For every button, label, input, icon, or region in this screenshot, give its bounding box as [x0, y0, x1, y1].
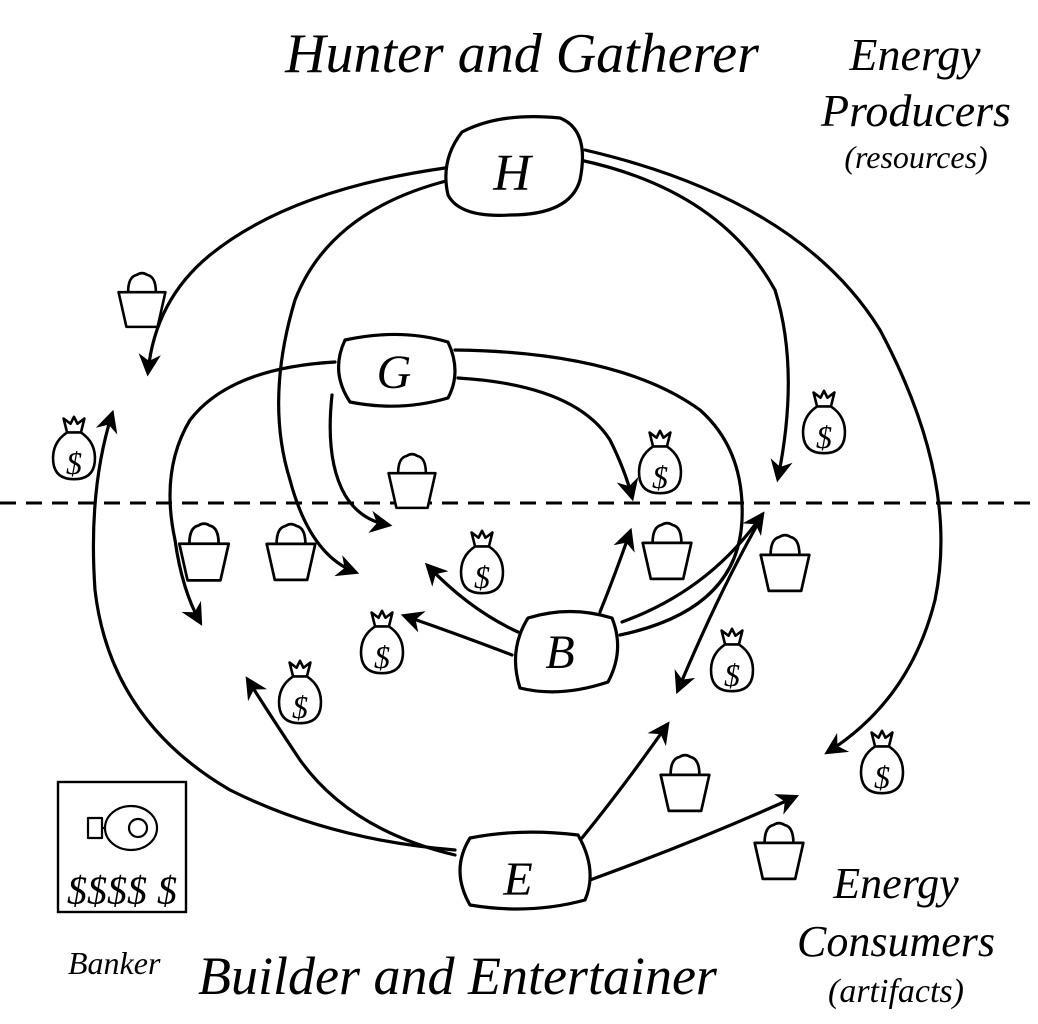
basket-icon: [117, 271, 167, 329]
moneybag-icon: $: [709, 627, 755, 693]
arrow-e-up-left: [245, 676, 457, 857]
basket-icon: [753, 821, 805, 881]
bank-money-text: $$$$ $: [67, 868, 177, 913]
node-gatherer-label: G: [377, 346, 412, 399]
consumers-label-line2: Consumers: [797, 917, 995, 966]
arrow-b-up-left: [424, 562, 520, 634]
node-builder: B: [513, 609, 620, 694]
arrow-g-right: [456, 376, 639, 502]
producers-label-line2: Producers: [820, 85, 1011, 136]
banker-box: $$$$ $: [56, 780, 188, 914]
svg-text:$: $: [652, 459, 668, 495]
basket-icon: [177, 522, 231, 582]
moneybag-icons: $ $ $ $ $ $ $ $: [51, 389, 905, 795]
banker-label: Banker: [68, 945, 161, 981]
moneybag-icon: $: [859, 729, 905, 795]
node-hunter-label: H: [492, 145, 533, 202]
arrow-e-up-right: [580, 721, 670, 840]
piggy-bank-icon: [86, 804, 159, 852]
arrow-left-up-moneybag: [91, 409, 457, 852]
node-builder-label: B: [545, 626, 574, 679]
arrow-b-left: [400, 611, 514, 657]
producers-label-line3: (resources): [844, 139, 987, 175]
node-entertainer-label: E: [502, 853, 532, 906]
moneybag-icon: $: [51, 415, 97, 481]
arrow-mid-right-down: [674, 518, 762, 695]
bottom-title: Builder and Entertainer: [198, 946, 718, 1006]
svg-text:$: $: [724, 657, 740, 693]
node-entertainer: E: [458, 830, 592, 911]
arrow-e-right: [588, 794, 800, 882]
arrow-h-outer-right: [583, 148, 943, 755]
moneybag-icon: $: [637, 429, 683, 495]
arrow-g-outer-b: [453, 348, 744, 637]
moneybag-icon: $: [359, 609, 405, 675]
arrow-b-up-right: [598, 527, 635, 614]
basket-icon: [265, 522, 317, 582]
producers-label-line1: Energy: [848, 29, 981, 80]
svg-text:$: $: [374, 639, 390, 675]
basket-icon: [759, 533, 811, 593]
arrow-h-right: [578, 158, 793, 483]
top-title: Hunter and Gatherer: [284, 23, 759, 85]
svg-text:$: $: [874, 759, 890, 795]
consumers-label-line3: (artifacts): [828, 973, 964, 1010]
basket-icon: [387, 452, 437, 510]
flow-arrows: [91, 148, 943, 882]
arrow-g-down: [328, 393, 393, 533]
svg-text:$: $: [292, 689, 308, 725]
basket-icon: [641, 521, 693, 581]
basket-icon: [659, 753, 711, 813]
arrow-h-left: [138, 166, 447, 377]
arrow-b-far-right: [620, 511, 765, 624]
arrow-h-inner-down: [277, 178, 452, 577]
moneybag-icon: $: [277, 659, 323, 725]
svg-text:$: $: [474, 559, 490, 595]
svg-text:$: $: [66, 445, 82, 481]
svg-text:$: $: [816, 419, 832, 455]
node-hunter: H: [444, 115, 585, 217]
moneybag-icon: $: [459, 529, 505, 595]
consumers-label-line1: Energy: [832, 859, 959, 908]
arrow-g-left: [168, 360, 337, 626]
node-gatherer: G: [336, 332, 457, 408]
moneybag-icon: $: [801, 389, 847, 455]
